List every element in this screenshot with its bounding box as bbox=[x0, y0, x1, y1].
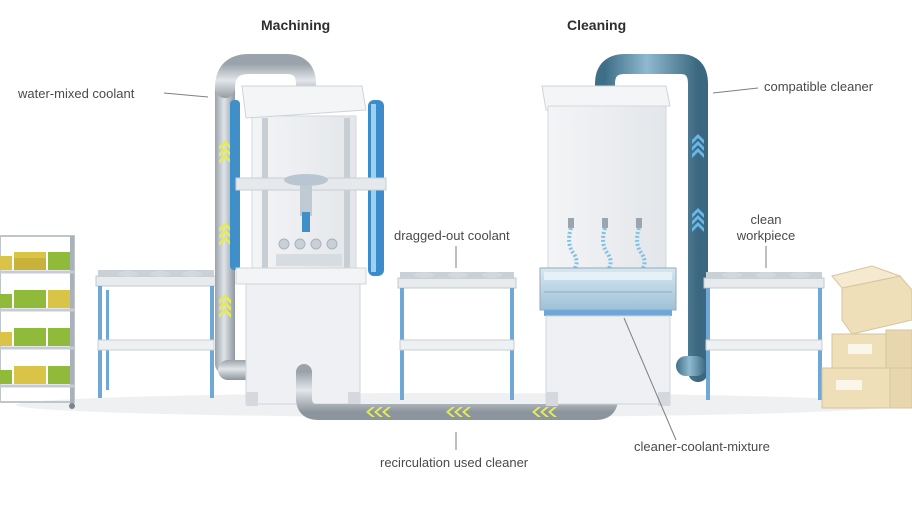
cleaning-title: Cleaning bbox=[567, 17, 627, 33]
leader-lines bbox=[163, 87, 767, 450]
machining-title: Machining bbox=[261, 17, 331, 33]
dragged-out-coolant-label: dragged-out coolant bbox=[394, 228, 510, 243]
conveyor-table-middle bbox=[397, 272, 517, 400]
storage-shelf bbox=[0, 235, 75, 409]
conveyor-table-right bbox=[703, 272, 825, 400]
water-mixed-coolant-label: water-mixed coolant bbox=[18, 86, 135, 101]
compatible-cleaner-label: compatible cleaner bbox=[764, 79, 874, 94]
clean-workpiece-line2: workpiece bbox=[736, 228, 796, 243]
cardboard-boxes bbox=[821, 265, 912, 409]
coolant-flow-arrows bbox=[219, 140, 231, 318]
machining-unit bbox=[215, 54, 387, 406]
cleaner-coolant-mixture-label: cleaner-coolant-mixture bbox=[634, 439, 770, 454]
cleaner-flow-arrows bbox=[692, 134, 704, 232]
conveyor-table-left bbox=[95, 270, 217, 398]
clean-workpiece-line1: clean bbox=[750, 212, 782, 227]
recirculation-flow-arrows bbox=[366, 407, 557, 417]
clean-workpiece-label: clean workpiece bbox=[726, 212, 806, 244]
recirculation-label: recirculation used cleaner bbox=[380, 455, 529, 470]
cleaner-pipe bbox=[595, 54, 708, 382]
cleaning-unit bbox=[539, 54, 708, 406]
spray-nozzles bbox=[567, 218, 647, 274]
